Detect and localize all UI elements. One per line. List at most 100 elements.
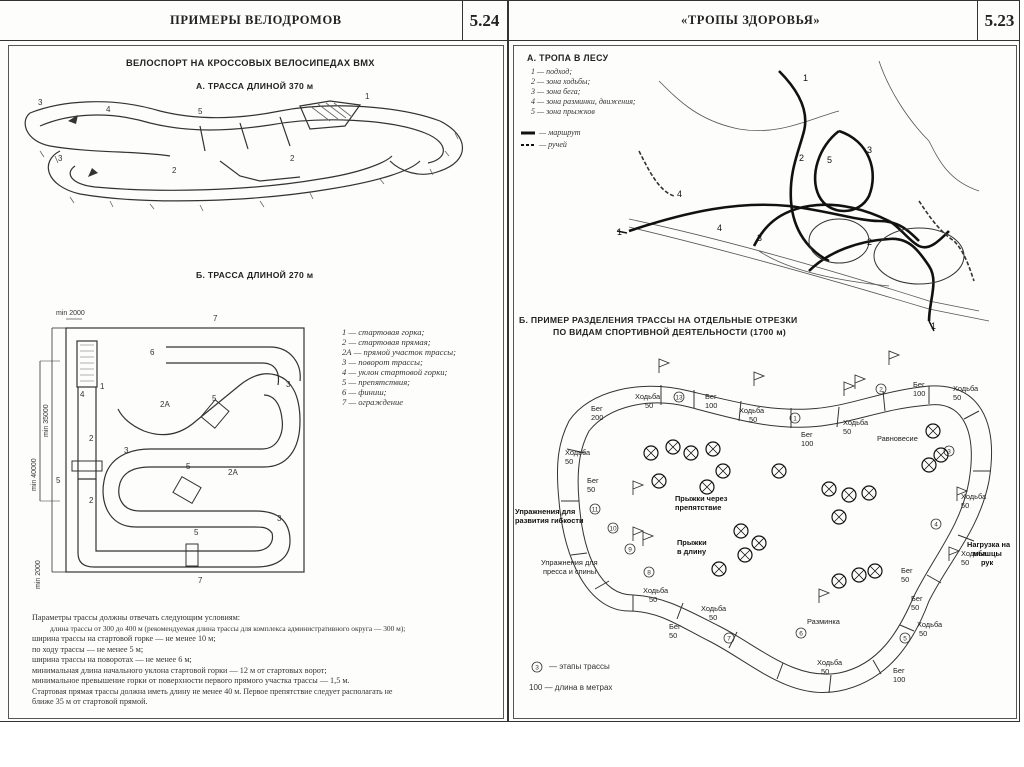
left-header-title: ПРИМЕРЫ ВЕЛОДРОМОВ	[170, 13, 342, 27]
label-beg-50-b: Бег	[901, 566, 913, 575]
plan-min35000: min 35000	[43, 404, 50, 437]
track-parameters: Параметры трассы должны отвечать следующ…	[32, 613, 405, 708]
label-razminka: Разминка	[807, 617, 841, 626]
legend-item-3: 3 — поворот трассы;	[342, 357, 423, 367]
label-beg-100-d-n: 100	[893, 675, 905, 684]
plan-label-2A-a: 2А	[160, 400, 170, 409]
label-hodba-k-n: 50	[961, 558, 969, 567]
stage-13: 13	[675, 395, 683, 402]
label-beg-50-c: Бег	[669, 622, 681, 631]
label-beg-50-d-n: 50	[911, 603, 919, 612]
sketch-label-1: 1	[365, 92, 370, 101]
plan-label-2a: 2	[89, 434, 94, 443]
stage-3: 3	[947, 449, 951, 456]
label-jump2-2: в длину	[677, 547, 707, 556]
legend-length-text: 100 — длина в метрах	[529, 683, 613, 692]
label-hodba-c: Ходьба	[565, 448, 591, 457]
label-beg-200-n: 200	[591, 413, 603, 422]
param-line-4: ширина трассы на поворотах — не менее 6 …	[32, 655, 192, 664]
label-hodba-e-n: 50	[953, 393, 961, 402]
forest-legend-2: 2 — зона ходьбы;	[531, 77, 591, 86]
plan-fence	[65, 327, 305, 573]
label-hodba-g-n: 50	[919, 629, 927, 638]
map-label-2-bottom: 2	[867, 237, 872, 247]
label-hodba-f-n: 50	[961, 501, 969, 510]
label-press-1: Упражнения для	[541, 558, 598, 567]
stage-5: 5	[903, 636, 907, 643]
map-label-4-a: 4	[677, 189, 682, 199]
map-label-3-top: 3	[867, 145, 872, 155]
label-beg-50-n: 50	[587, 485, 595, 494]
plan-label-5b: 5	[186, 462, 191, 471]
label-hodba-b: Ходьба	[739, 406, 765, 415]
label-hodba-a-n: 50	[645, 401, 653, 410]
plan-label-4: 4	[80, 390, 85, 399]
label-hodba-e: Ходьба	[953, 384, 979, 393]
legend-item-1: 1 — стартовая горка;	[342, 327, 425, 337]
map-label-2-top: 2	[799, 153, 804, 163]
legend-item-6: 6 — финиш;	[342, 387, 387, 397]
param-line-6: минимальное превышение горки от поверхно…	[32, 676, 350, 685]
map-label-3-bottom: 3	[757, 233, 762, 243]
plan-label-5d: 5	[56, 476, 61, 485]
label-beg-200: Бег	[591, 404, 603, 413]
label-beg-50-d: Бег	[911, 594, 923, 603]
param-line-2: ширина трассы на стартовой горке — не ме…	[32, 634, 216, 643]
plan-label-2b: 2	[89, 496, 94, 505]
label-hodba-j: Ходьба	[643, 586, 669, 595]
forest-legend: 1 — подход; 2 — зона ходьбы; 3 — зона бе…	[531, 67, 636, 117]
label-ravnovesie: Равновесие	[877, 434, 918, 443]
plan-label-2A-b: 2А	[228, 468, 238, 477]
left-page-header: ПРИМЕРЫ ВЕЛОДРОМОВ 5.24	[0, 1, 507, 41]
plan-label-3c: 3	[277, 514, 282, 523]
param-line-5: минимальная длина начального уклона стар…	[32, 665, 327, 675]
forest-trail-map: 1 2 5 3 4 4 3 2 1 1	[616, 60, 990, 332]
label-hodba-i: Ходьба	[701, 604, 727, 613]
plan-min2000-top: min 2000	[56, 310, 85, 317]
stage-10: 10	[609, 526, 617, 533]
sketch-label-4: 4	[106, 105, 111, 114]
forest-legend-1: 1 — подход;	[531, 67, 573, 76]
param-line-3: по ходу трассы — не менее 5 м;	[32, 644, 144, 654]
legend-item-7: 7 — ограждение	[342, 397, 404, 407]
sketch-label-2a: 2	[172, 166, 177, 175]
section-b-title-line1: Б. ПРИМЕР РАЗДЕЛЕНИЯ ТРАССЫ НА ОТДЕЛЬНЫЕ…	[519, 315, 798, 325]
plan-legend: 1 — стартовая горка; 2 — стартовая пряма…	[342, 327, 456, 407]
stage-2: 2	[879, 387, 883, 394]
label-hodba-j-n: 50	[649, 595, 657, 604]
label-jump1-1: Прыжки через	[675, 494, 728, 503]
legend-item-5: 5 — препятствия;	[342, 377, 411, 387]
label-hodba-c-n: 50	[565, 457, 573, 466]
legend-stage-text: — этапы трассы	[549, 662, 610, 671]
label-hodba-g: Ходьба	[917, 620, 943, 629]
label-beg-100-c: Бег	[913, 380, 925, 389]
plan-label-3b: 3	[124, 446, 129, 455]
plan-label-1: 1	[100, 382, 105, 391]
param-line-8: ближе 35 м от стартовой прямой.	[32, 697, 148, 706]
forest-legend-5: 5 — зона прыжков	[531, 107, 595, 116]
section-b-title-line2: ПО ВИДАМ СПОРТИВНОЙ ДЕЯТЕЛЬНОСТИ (1700 м…	[553, 327, 787, 337]
bmx-track-plan: min 2000 min 2000 min 40000 min 35000 7 …	[31, 310, 305, 589]
right-header-title: «ТРОПЫ ЗДОРОВЬЯ»	[681, 13, 821, 27]
bmx-main-title: ВЕЛОСПОРТ НА КРОССОВЫХ ВЕЛОСИПЕДАХ BMX	[126, 58, 375, 68]
label-hodba-b-n: 50	[749, 415, 757, 424]
label-press-2: пресса и спины	[543, 567, 596, 576]
right-page-health-trails: «ТРОПЫ ЗДОРОВЬЯ» 5.23 А. ТРОПА В ЛЕСУ 1 …	[508, 0, 1020, 722]
label-hodba-d: Ходьба	[843, 418, 869, 427]
stage-1: 1	[793, 416, 797, 423]
plan-label-3a: 3	[286, 380, 291, 389]
label-flex-1: Упражнения для	[515, 507, 575, 516]
label-jump2-1: Прыжки	[677, 538, 707, 547]
label-beg-a-n: 100	[705, 401, 717, 410]
label-load-1: Нагрузка на	[967, 540, 1011, 549]
legend-route: — маршрут	[539, 128, 581, 137]
stage-7: 7	[727, 636, 731, 643]
label-hodba-d-n: 50	[843, 427, 851, 436]
legend-stream: — ручей	[539, 140, 567, 149]
label-beg-100-c-n: 100	[913, 389, 925, 398]
right-content-frame	[513, 45, 1017, 719]
label-load-2: мышцы	[973, 549, 1002, 558]
label-hodba-k: Ходьба	[961, 549, 987, 558]
stage-9: 9	[628, 547, 632, 554]
health-track-diagram: 13 1 2 3 4 5 6 7 8 9 10 11 3	[515, 350, 1011, 694]
